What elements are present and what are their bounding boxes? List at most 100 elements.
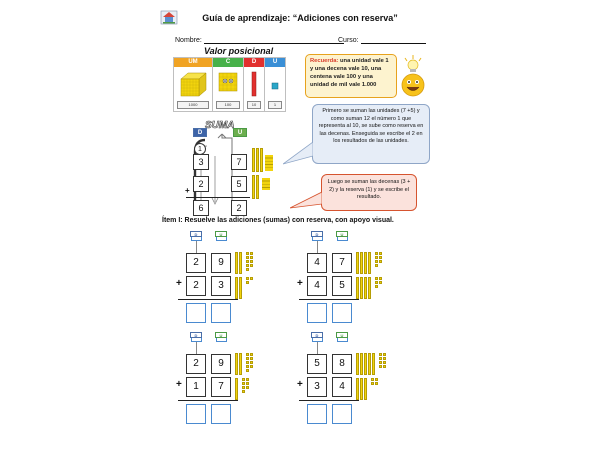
unit-cube (379, 277, 382, 280)
unit-cube (246, 252, 249, 255)
example-ten-rod (260, 148, 263, 172)
exercise-bottom-tens: 4 (307, 276, 327, 296)
name-line[interactable] (203, 36, 344, 44)
unit-cube (250, 260, 253, 263)
unit-cube (250, 361, 253, 364)
unit-cube (246, 277, 249, 280)
unit-cube (246, 260, 249, 263)
unit-cube (379, 365, 382, 368)
explanation-callout-tens: Luego se suman las decenas (3 + 2) y la … (321, 174, 417, 211)
ten-rod (239, 252, 242, 274)
unit-cube (379, 281, 382, 284)
example-ten-rod (252, 148, 255, 172)
exercise-bottom-tens: 1 (186, 377, 206, 397)
vp-caption-d: 10 (247, 101, 261, 109)
unit-cube (246, 357, 249, 360)
unit-cube (246, 361, 249, 364)
answer-box-tens[interactable] (307, 303, 327, 323)
answer-box-units[interactable] (211, 303, 231, 323)
exercise-plus-sign: + (297, 278, 303, 289)
ten-rod (356, 353, 359, 375)
unit-cube (250, 256, 253, 259)
example-sum-line (186, 197, 250, 199)
tag-decenas: D (311, 332, 323, 338)
tag-decenas: D (190, 332, 202, 338)
exercise-sum-line (299, 299, 359, 301)
unit-cube (246, 365, 249, 368)
exercise-top-units: 7 (332, 253, 352, 273)
unit-cube (375, 256, 378, 259)
unit-cube (379, 353, 382, 356)
lightbulb-emoji-icon (401, 55, 425, 97)
example-result-units: 2 (231, 200, 247, 216)
connector-line (317, 241, 318, 255)
unit-cube (250, 353, 253, 356)
vp-column-u: U 1 (264, 57, 286, 112)
example-ten-rod (252, 175, 255, 199)
vp-column-c: C 100 (212, 57, 244, 112)
unit-cube (375, 378, 378, 381)
school-logo (160, 10, 178, 25)
unit-cube (375, 252, 378, 255)
unit-cube (246, 386, 249, 389)
tag-unidades: U (233, 128, 247, 137)
exercise-top-units: 8 (332, 354, 352, 374)
unit-cube (250, 277, 253, 280)
vp-head-c: C (213, 58, 243, 67)
tag-unidades: U (336, 231, 348, 237)
vp-head-u: U (265, 58, 285, 67)
unit-cube (383, 357, 386, 360)
vp-head-um: UM (174, 58, 212, 67)
exercise-plus-sign: + (176, 278, 182, 289)
unit-cube (375, 260, 378, 263)
example-row2-tens: 2 (193, 176, 209, 192)
ten-rod (364, 277, 367, 299)
suma-word: SUMA (205, 120, 234, 131)
callout-pointer (290, 191, 322, 209)
unit-cube (379, 361, 382, 364)
name-field: Nombre: (175, 36, 344, 44)
example-row1-tens: 3 (193, 154, 209, 170)
exercise-top-units: 9 (211, 253, 231, 273)
answer-box-tens[interactable] (307, 404, 327, 424)
ten-rod (360, 378, 363, 400)
unit-cube (379, 260, 382, 263)
ten-rod (368, 277, 371, 299)
ten-rod (235, 252, 238, 274)
exercise-bottom-units: 5 (332, 276, 352, 296)
ten-rod (235, 353, 238, 375)
thousand-cube-icon (180, 72, 207, 97)
answer-box-tens[interactable] (186, 303, 206, 323)
unit-cube (246, 382, 249, 385)
ten-rod (235, 277, 238, 299)
example-plus-sign: + (185, 186, 190, 195)
answer-box-units[interactable] (211, 404, 231, 424)
unit-cube (250, 264, 253, 267)
connector-line (317, 342, 318, 356)
tag-decenas: D (193, 128, 207, 137)
unit-cube (242, 386, 245, 389)
vp-caption-um: 1000 (177, 101, 209, 109)
unit-cube (246, 264, 249, 267)
answer-box-units[interactable] (332, 404, 352, 424)
example-row2-units: 5 (231, 176, 247, 192)
unit-cube (246, 353, 249, 356)
unit-cube (246, 256, 249, 259)
answer-box-units[interactable] (332, 303, 352, 323)
course-line[interactable] (360, 36, 426, 44)
exercise-bottom-units: 3 (211, 276, 231, 296)
answer-box-tens[interactable] (186, 404, 206, 424)
unit-cube (242, 390, 245, 393)
vp-column-d: D 10 (243, 57, 265, 112)
unit-cube (371, 378, 374, 381)
ten-rod (364, 252, 367, 274)
suma-title-icon: SUMA (205, 120, 235, 131)
tag-decenas: D (311, 231, 323, 237)
unit-cube (250, 252, 253, 255)
vp-caption-c: 100 (216, 101, 240, 109)
unit-cube (242, 378, 245, 381)
vp-caption-u: 1 (268, 101, 282, 109)
exercise-bottom-units: 7 (211, 377, 231, 397)
course-label: Curso: (338, 37, 359, 44)
ten-rod (372, 353, 375, 375)
